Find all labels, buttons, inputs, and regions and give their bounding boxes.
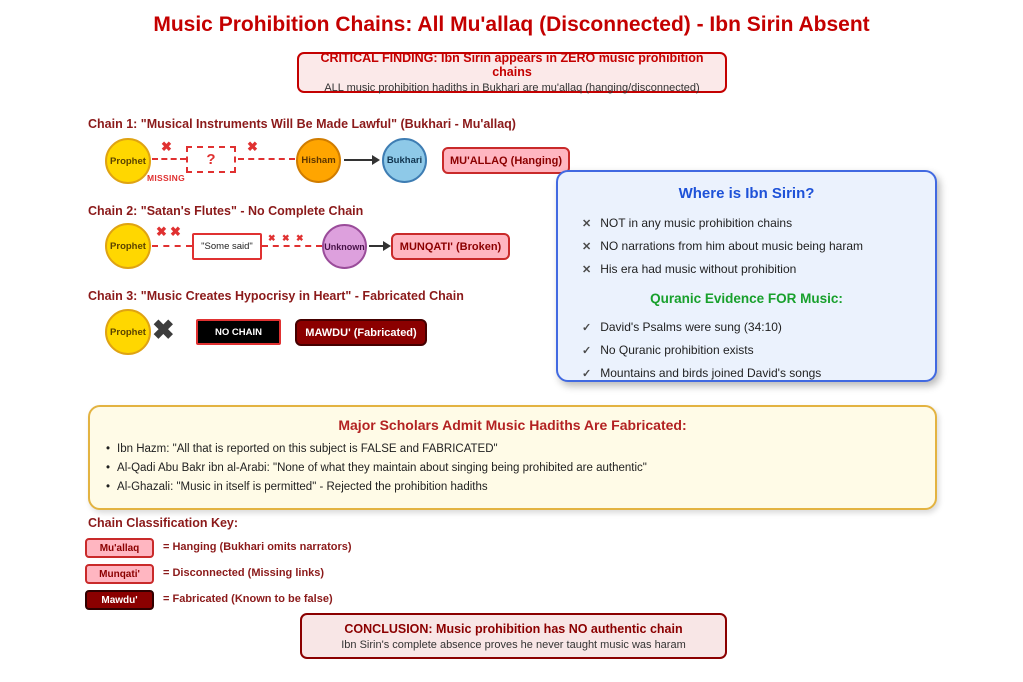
broken-link-icon: ✖ — [247, 139, 258, 154]
list-item: ✓ Mountains and birds joined David's son… — [582, 366, 935, 380]
key-desc-muallaq: = Hanging (Bukhari omits narrators) — [163, 541, 352, 553]
no-chain-x-icon: ✖ — [152, 315, 175, 345]
missing-narrator-box: ? — [186, 146, 236, 173]
some-said-box: "Some said" — [192, 233, 262, 260]
broken-link-icon: ✖ — [282, 233, 290, 243]
x-mark-icon: ✕ — [582, 241, 592, 253]
bullet-icon: • — [106, 443, 111, 455]
list-item: ✕ NO narrations from him about music bei… — [582, 239, 935, 253]
node-label: Prophet — [110, 155, 146, 167]
broken-link-icon: ✖ — [156, 224, 167, 239]
check-mark-icon: ✓ — [582, 345, 592, 357]
broken-connector — [238, 158, 295, 160]
page-title: Music Prohibition Chains: All Mu'allaq (… — [153, 13, 870, 36]
node-prophet-chain2: Prophet — [105, 223, 151, 269]
chain1-heading: Chain 1: "Musical Instruments Will Be Ma… — [88, 117, 516, 131]
list-item: ✓ David's Psalms were sung (34:10) — [582, 320, 935, 334]
panel-title: Where is Ibn Sirin? — [678, 185, 815, 202]
check-mark-icon: ✓ — [582, 322, 592, 334]
arrow — [344, 155, 380, 165]
conclusion-title: CONCLUSION: Music prohibition has NO aut… — [344, 621, 683, 636]
scholars-box: Major Scholars Admit Music Hadiths Are F… — [88, 405, 937, 510]
chain1-status-badge: MU'ALLAQ (Hanging) — [442, 147, 570, 174]
node-label: Prophet — [110, 326, 146, 338]
node-prophet-chain3: Prophet — [105, 309, 151, 355]
list-item-text: NOT in any music prohibition chains — [600, 216, 793, 230]
no-chain-box: NO CHAIN — [196, 319, 281, 345]
list-item-text: Al-Qadi Abu Bakr ibn al-Arabi: "None of … — [117, 462, 647, 474]
node-unknown: Unknown — [322, 224, 367, 269]
list-item: • Al-Qadi Abu Bakr ibn al-Arabi: "None o… — [106, 462, 935, 474]
key-heading: Chain Classification Key: — [88, 516, 239, 530]
node-label: Hisham — [301, 155, 336, 166]
node-label: Unknown — [324, 241, 365, 252]
list-item-text: Al-Ghazali: "Music in itself is permitte… — [117, 481, 488, 493]
scholars-title: Major Scholars Admit Music Hadiths Are F… — [338, 417, 687, 433]
list-item-text: NO narrations from him about music being… — [600, 239, 863, 253]
quranic-evidence-heading: Quranic Evidence FOR Music: — [650, 291, 843, 306]
broken-link-icon: ✖ — [161, 139, 172, 154]
chain2-heading: Chain 2: "Satan's Flutes" - No Complete … — [88, 204, 364, 218]
list-item-text: His era had music without prohibition — [600, 262, 797, 276]
node-label: Prophet — [110, 240, 146, 252]
bullet-icon: • — [106, 481, 111, 493]
list-item-text: No Quranic prohibition exists — [600, 343, 754, 357]
node-prophet-chain1: Prophet — [105, 138, 151, 184]
x-mark-icon: ✕ — [582, 218, 592, 230]
list-item-text: Ibn Hazm: "All that is reported on this … — [117, 443, 498, 455]
x-mark-icon: ✕ — [582, 264, 592, 276]
key-desc-munqati: = Disconnected (Missing links) — [163, 567, 325, 579]
key-badge-muallaq: Mu'allaq — [85, 538, 154, 558]
question-mark: ? — [206, 151, 216, 168]
list-item: • Al-Ghazali: "Music in itself is permit… — [106, 481, 935, 493]
broken-connector — [152, 158, 186, 160]
no-chain-label: NO CHAIN — [215, 326, 262, 338]
broken-link-icon: ✖ — [296, 233, 304, 243]
conclusion-box: CONCLUSION: Music prohibition has NO aut… — [300, 613, 727, 659]
list-item: ✕ NOT in any music prohibition chains — [582, 216, 935, 230]
node-label: Bukhari — [386, 155, 423, 166]
list-item: • Ibn Hazm: "All that is reported on thi… — [106, 443, 935, 455]
broken-connector — [152, 245, 192, 247]
list-item: ✓ No Quranic prohibition exists — [582, 343, 935, 357]
list-item-text: David's Psalms were sung (34:10) — [600, 320, 782, 334]
broken-link-icon: ✖ — [268, 233, 276, 243]
critical-finding-box: CRITICAL FINDING: Ibn Sirin appears in Z… — [297, 51, 727, 94]
key-badge-munqati: Munqati' — [85, 564, 154, 584]
arrow — [369, 241, 391, 251]
critical-finding-title: CRITICAL FINDING: Ibn Sirin appears in Z… — [320, 51, 704, 79]
key-badge-mawdu: Mawdu' — [85, 590, 154, 610]
list-item: ✕ His era had music without prohibition — [582, 262, 935, 276]
missing-label: MISSING — [147, 173, 185, 183]
conclusion-subtitle: Ibn Sirin's complete absence proves he n… — [341, 638, 686, 651]
broken-connector — [262, 245, 322, 247]
check-mark-icon: ✓ — [582, 368, 592, 380]
critical-finding-subtitle: ALL music prohibition hadiths in Bukhari… — [324, 82, 700, 94]
some-said-label: "Some said" — [201, 241, 253, 252]
chain2-status-badge: MUNQATI' (Broken) — [391, 233, 510, 260]
node-bukhari: Bukhari — [382, 138, 427, 183]
list-item-text: Mountains and birds joined David's songs — [600, 366, 822, 380]
ibn-sirin-panel: Where is Ibn Sirin? ✕ NOT in any music p… — [556, 170, 937, 382]
key-desc-mawdu: = Fabricated (Known to be false) — [163, 593, 333, 605]
chain3-heading: Chain 3: "Music Creates Hypocrisy in Hea… — [88, 289, 464, 303]
chain3-status-badge: MAWDU' (Fabricated) — [295, 319, 427, 346]
node-hisham: Hisham — [296, 138, 341, 183]
broken-link-icon: ✖ — [170, 224, 181, 239]
bullet-icon: • — [106, 462, 111, 474]
